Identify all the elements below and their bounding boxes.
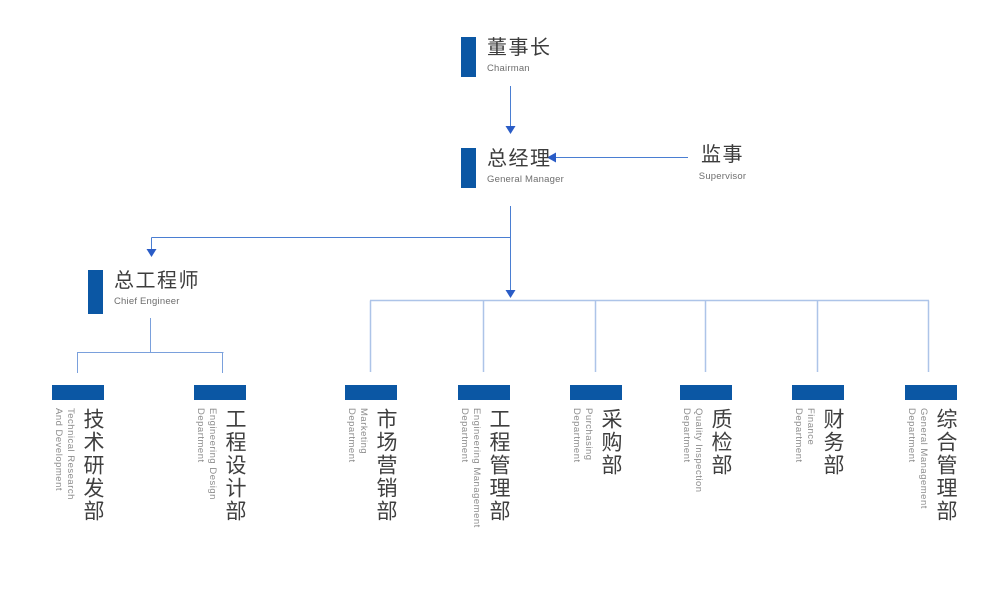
departments-rail-connector: [369, 299, 930, 372]
general-manager-title: 总经理: [487, 148, 552, 170]
chief-engineer-title: 总工程师: [114, 270, 200, 292]
general-manager-node: 总经理 General Manager: [461, 148, 564, 188]
dept-name-en: Marketing Department: [346, 408, 369, 463]
chief-engineer-subtree-connector: [77, 318, 224, 373]
supervisor-node: 监事 Supervisor: [680, 144, 765, 182]
chairman-subtitle: Chairman: [487, 63, 530, 74]
dept-node-purchasing: 采购部 Purchasing Department: [570, 385, 622, 563]
dept-name-en: General Management Department: [906, 408, 929, 509]
dept-node-engineering-design: 工程设计部 Engineering Design Department: [194, 385, 246, 563]
dept-bar: [52, 385, 104, 400]
chairman-to-gm-arrow: [505, 86, 516, 134]
dept-name-cn: 工程管理部: [487, 408, 510, 523]
dept-bar: [194, 385, 246, 400]
chief-engineer-accent-bar: [88, 270, 103, 314]
dept-node-finance: 财务部 Finance Department: [792, 385, 844, 563]
chairman-accent-bar: [461, 37, 476, 77]
general-manager-accent-bar: [461, 148, 476, 188]
dept-name-cn: 财务部: [821, 408, 844, 477]
chief-engineer-subtitle: Chief Engineer: [114, 296, 180, 307]
dept-name-cn: 采购部: [599, 408, 622, 477]
dept-name-en: Technical Research And Development: [53, 408, 76, 500]
gm-branch-connector: [146, 206, 516, 298]
chairman-node: 董事长 Chairman: [461, 37, 552, 77]
dept-bar: [792, 385, 844, 400]
dept-name-en: Purchasing Department: [571, 408, 594, 463]
dept-node-technical-research: 技术研发部 Technical Research And Development: [52, 385, 104, 563]
chairman-title: 董事长: [487, 37, 552, 59]
general-manager-subtitle: General Manager: [487, 174, 564, 185]
dept-name-en: Finance Department: [793, 408, 816, 463]
dept-name-cn: 市场营销部: [374, 408, 397, 523]
dept-node-quality-inspection: 质检部 Quality Inspection Department: [680, 385, 732, 563]
supervisor-title: 监事: [701, 144, 744, 166]
dept-bar: [345, 385, 397, 400]
supervisor-to-gm-arrow: [547, 152, 688, 163]
dept-bar: [570, 385, 622, 400]
dept-node-general-management: 综合管理部 General Management Department: [905, 385, 957, 563]
dept-name-cn: 质检部: [709, 408, 732, 477]
dept-name-cn: 技术研发部: [81, 408, 104, 523]
dept-bar: [458, 385, 510, 400]
dept-name-cn: 工程设计部: [223, 408, 246, 523]
dept-bar: [905, 385, 957, 400]
dept-name-cn: 综合管理部: [934, 408, 957, 523]
dept-name-en: Engineering Design Department: [195, 408, 218, 500]
supervisor-subtitle: Supervisor: [698, 171, 747, 182]
dept-bar: [680, 385, 732, 400]
dept-name-en: Engineering Management Department: [459, 408, 482, 528]
dept-name-en: Quality Inspection Department: [681, 408, 704, 493]
dept-node-marketing: 市场营销部 Marketing Department: [345, 385, 397, 563]
chief-engineer-node: 总工程师 Chief Engineer: [88, 270, 200, 314]
dept-node-engineering-management: 工程管理部 Engineering Management Department: [458, 385, 510, 563]
